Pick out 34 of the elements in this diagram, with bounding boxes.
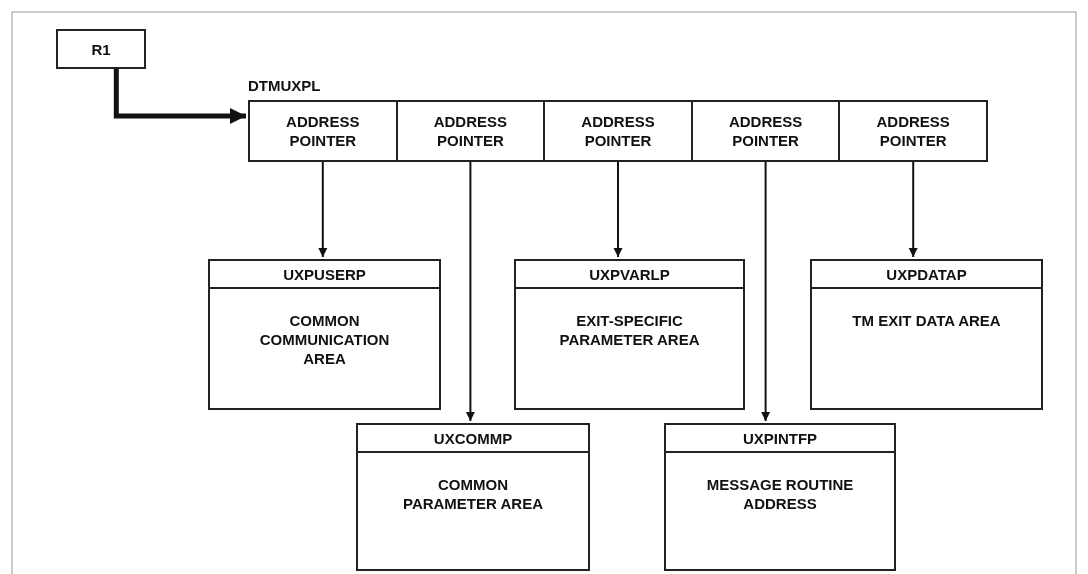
arrow bbox=[465, 161, 475, 422]
table-cell bbox=[690, 100, 841, 162]
arrow bbox=[761, 161, 771, 422]
cell-text: ADDRESS POINTER bbox=[875, 112, 951, 150]
table-cell bbox=[395, 100, 546, 162]
area-name: UXPUSERP bbox=[282, 265, 367, 284]
table-cell bbox=[838, 100, 988, 162]
area-name: UXPDATAP bbox=[885, 265, 968, 284]
table-heading: DTMUXPL bbox=[248, 76, 321, 95]
area-description: MESSAGE ROUTINE ADDRESS bbox=[705, 475, 855, 513]
area-description: EXIT-SPECIFIC PARAMETER AREA bbox=[558, 311, 701, 349]
arrow bbox=[318, 161, 328, 258]
table-cell bbox=[543, 100, 693, 162]
storage-area-box bbox=[664, 423, 896, 571]
register-name: R1 bbox=[90, 40, 112, 59]
storage-area-box bbox=[356, 423, 590, 571]
storage-area-box bbox=[810, 259, 1043, 410]
cell-text: ADDRESS POINTER bbox=[727, 112, 804, 150]
arrow bbox=[613, 161, 623, 258]
area-name: UXCOMMP bbox=[432, 429, 514, 448]
cell-text: ADDRESS POINTER bbox=[432, 112, 509, 150]
area-name: UXPINTFP bbox=[741, 429, 819, 448]
area-description: COMMON PARAMETER AREA bbox=[402, 475, 544, 513]
area-description: COMMON COMMUNICATION AREA bbox=[258, 311, 391, 368]
area-name: UXPVARLP bbox=[588, 265, 671, 284]
arrow bbox=[113, 69, 246, 124]
cell-text: ADDRESS POINTER bbox=[285, 112, 361, 150]
storage-area-box bbox=[208, 259, 441, 410]
storage-area-box bbox=[514, 259, 745, 410]
table-cell bbox=[248, 100, 398, 162]
register-box bbox=[56, 29, 146, 69]
area-description: TM EXIT DATA AREA bbox=[851, 311, 1002, 330]
arrow bbox=[908, 161, 918, 258]
cell-text: ADDRESS POINTER bbox=[580, 112, 656, 150]
